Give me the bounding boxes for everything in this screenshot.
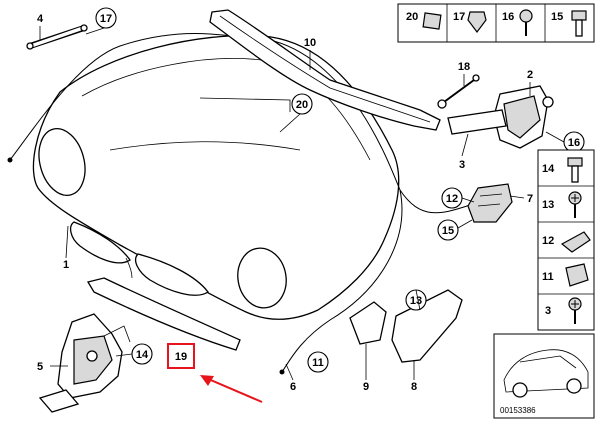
highlight-19: 19 [167,343,263,403]
bolt-icon [571,10,587,37]
pad-icon [422,12,442,30]
screw-icon [568,191,582,218]
release-lever [467,183,513,223]
label-10: 10 [304,37,316,49]
grommet-icon [565,263,589,287]
seal-molding [209,9,441,131]
bracket-9 [349,301,387,345]
label-7: 7 [527,193,533,205]
hood-lock [38,313,131,413]
screw-icon [568,297,582,324]
label-1: 1 [63,259,69,271]
leader-lines [39,26,565,381]
callout-18: 18 [458,61,470,73]
label-6: 6 [290,381,296,393]
bolt-icon [567,157,583,183]
hood-panel [32,34,400,320]
vehicle-thumbnail: 00153386 [493,333,595,419]
hood-hinge [447,85,554,149]
gas-strut [26,24,88,50]
hood-rod [437,74,480,109]
label-3: 3 [459,159,465,171]
callout-19: 19 [175,351,187,363]
callout-14: 14 [136,349,149,361]
legend-top-16: 16 [502,11,514,23]
callout-16: 16 [568,137,580,149]
screw-icon [519,9,533,36]
callout-13: 13 [410,295,422,307]
label-8: 8 [411,381,417,393]
legend-side-11: 11 [542,271,554,283]
label-2: 2 [527,69,533,81]
label-9: 9 [363,381,369,393]
legend-side-14: 14 [542,163,555,175]
legend-top-17: 17 [453,11,465,23]
clip-icon [560,231,591,253]
bowden-cable [9,33,471,373]
cover-8 [391,289,463,363]
legend-side-12: 12 [542,235,554,247]
legend-side: 14 13 12 11 3 [537,149,595,331]
legend-top-20: 20 [406,11,418,23]
arrow-head-icon [200,375,214,386]
legend-side-13: 13 [542,199,554,211]
legend-top-15: 15 [551,11,563,23]
callouts: 17 20 18 12 15 16 13 11 14 4 10 2 3 7 1 … [37,7,585,393]
callout-20: 20 [296,99,308,111]
catalog-number: 00153386 [500,406,536,415]
label-5: 5 [37,361,43,373]
callout-11: 11 [312,357,324,369]
legend-top: 20 17 16 15 [397,3,595,43]
support-strip [86,277,241,351]
callout-15: 15 [442,225,454,237]
callout-17: 17 [100,13,112,25]
callout-12: 12 [446,193,458,205]
label-4: 4 [37,13,44,25]
legend-side-3: 3 [545,305,551,317]
clip-icon [467,11,487,33]
